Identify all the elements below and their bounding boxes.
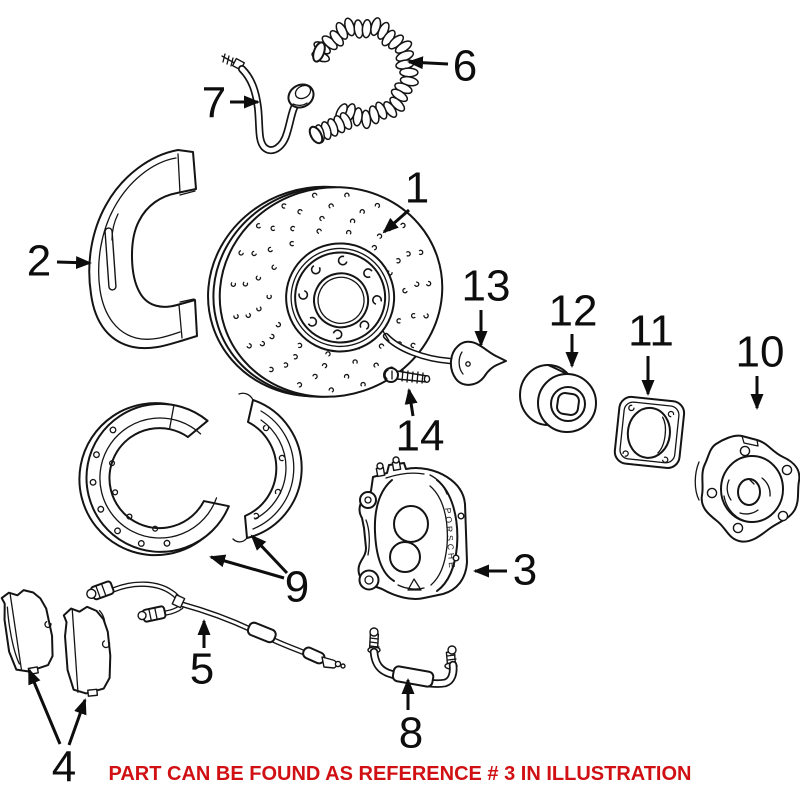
callout-4-arrow-right [67, 698, 87, 746]
callout-12-label: 12 [549, 287, 598, 336]
callout-9-arrow-left [209, 554, 285, 580]
callout-14: 14 [396, 388, 445, 461]
shoe-rivet-holes [89, 426, 171, 547]
caliper-brand-text: PORSCHE [443, 507, 457, 571]
part-brake-caliper: PORSCHE [357, 456, 468, 600]
part-brake-shoe-left [78, 402, 230, 557]
callout-9-label: 9 [285, 563, 309, 612]
rotor-bolt-holes [298, 255, 383, 340]
callout-13: 13 [462, 262, 511, 347]
callout-2-arrow [56, 256, 92, 270]
part-caliper-brake-pipe [367, 627, 458, 688]
part-brake-line [221, 53, 315, 155]
part-brake-pad-left [0, 589, 54, 676]
callout-2-label: 2 [27, 237, 51, 286]
callout-13-label: 13 [462, 262, 511, 311]
callout-7: 7 [202, 79, 260, 128]
callout-4: 4 [27, 668, 87, 789]
callout-1: 1 [382, 164, 429, 234]
callout-7-label: 7 [202, 79, 226, 128]
callout-11-label: 11 [628, 307, 674, 356]
callout-3: 3 [473, 546, 537, 595]
callout-10-label: 10 [736, 328, 785, 377]
callout-9-arrow-right [250, 534, 289, 575]
callout-5: 5 [190, 619, 214, 694]
callout-4-arrow-left [27, 668, 62, 745]
callout-5-label: 5 [190, 645, 214, 694]
part-wear-sensor-wire [86, 580, 346, 669]
part-splash-shield-bracket [88, 149, 198, 350]
part-mounting-bolt [383, 367, 431, 384]
callout-14-arrow [404, 388, 418, 417]
callout-8-label: 8 [399, 709, 423, 758]
callout-10: 10 [736, 328, 785, 410]
part-brake-rotor [207, 185, 444, 398]
callout-6-label: 6 [453, 42, 477, 91]
callout-11: 11 [628, 307, 674, 396]
callout-3-label: 3 [513, 546, 537, 595]
callout-4-label: 4 [52, 743, 76, 789]
part-wheel-hub [694, 434, 800, 543]
callout-9: 9 [209, 534, 309, 612]
callout-2: 2 [27, 237, 92, 286]
callout-14-label: 14 [396, 412, 445, 461]
callout-6-arrow [407, 56, 449, 70]
callout-6: 6 [407, 42, 477, 91]
callout-12: 12 [549, 287, 598, 368]
callout-1-arrow [382, 208, 410, 234]
part-seal-plate [613, 395, 686, 469]
reference-note: PART CAN BE FOUND AS REFERENCE # 3 IN IL… [109, 763, 692, 785]
part-brake-shoe-right [232, 392, 303, 543]
part-brake-pad-right [62, 605, 112, 697]
part-corrugated-brake-hose [308, 17, 419, 145]
callout-1-label: 1 [405, 164, 429, 213]
callouts: 1 2 3 4 5 6 7 8 [27, 42, 785, 789]
callout-8: 8 [399, 678, 423, 758]
part-wheel-bearing [519, 364, 597, 433]
